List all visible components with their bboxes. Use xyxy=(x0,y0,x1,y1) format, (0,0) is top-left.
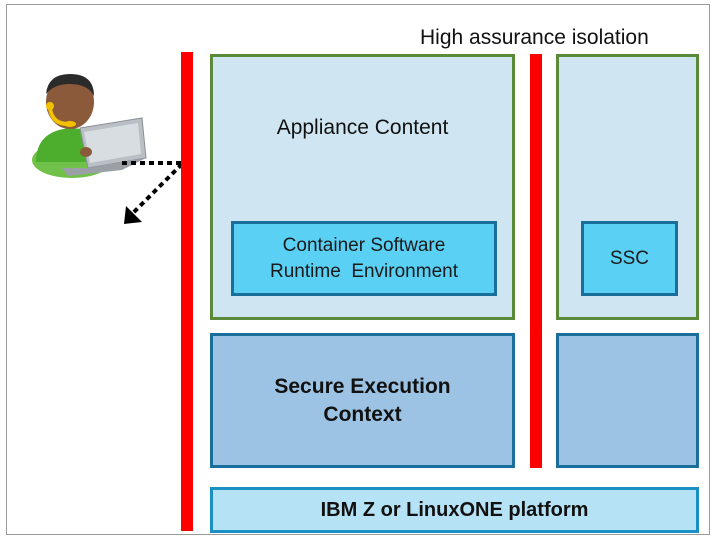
container-runtime-box: Container Software Runtime Environment xyxy=(231,221,497,296)
ssc-box: SSC xyxy=(581,221,678,296)
container-runtime-line1: Container Software xyxy=(282,234,446,256)
isolation-bar-middle xyxy=(530,54,542,468)
dotted-arrow-icon xyxy=(122,161,184,224)
platform-label: IBM Z or LinuxONE platform xyxy=(320,498,589,521)
user-with-laptop-icon xyxy=(32,74,147,178)
isolation-bar-left xyxy=(181,52,193,531)
secure-execution-line1: Secure Execution xyxy=(274,374,451,398)
platform-bar: IBM Z or LinuxONE platform xyxy=(210,487,699,533)
container-runtime-line2: Runtime Environment xyxy=(270,260,458,282)
secure-execution-context-box: Secure Execution Context xyxy=(210,333,515,468)
ssc-label: SSC xyxy=(609,247,650,269)
ssc-secure-execution-box xyxy=(556,333,699,468)
secure-execution-line2: Context xyxy=(323,402,402,426)
isolation-label: High assurance isolation xyxy=(420,26,649,49)
appliance-content-label: Appliance Content xyxy=(276,116,449,139)
